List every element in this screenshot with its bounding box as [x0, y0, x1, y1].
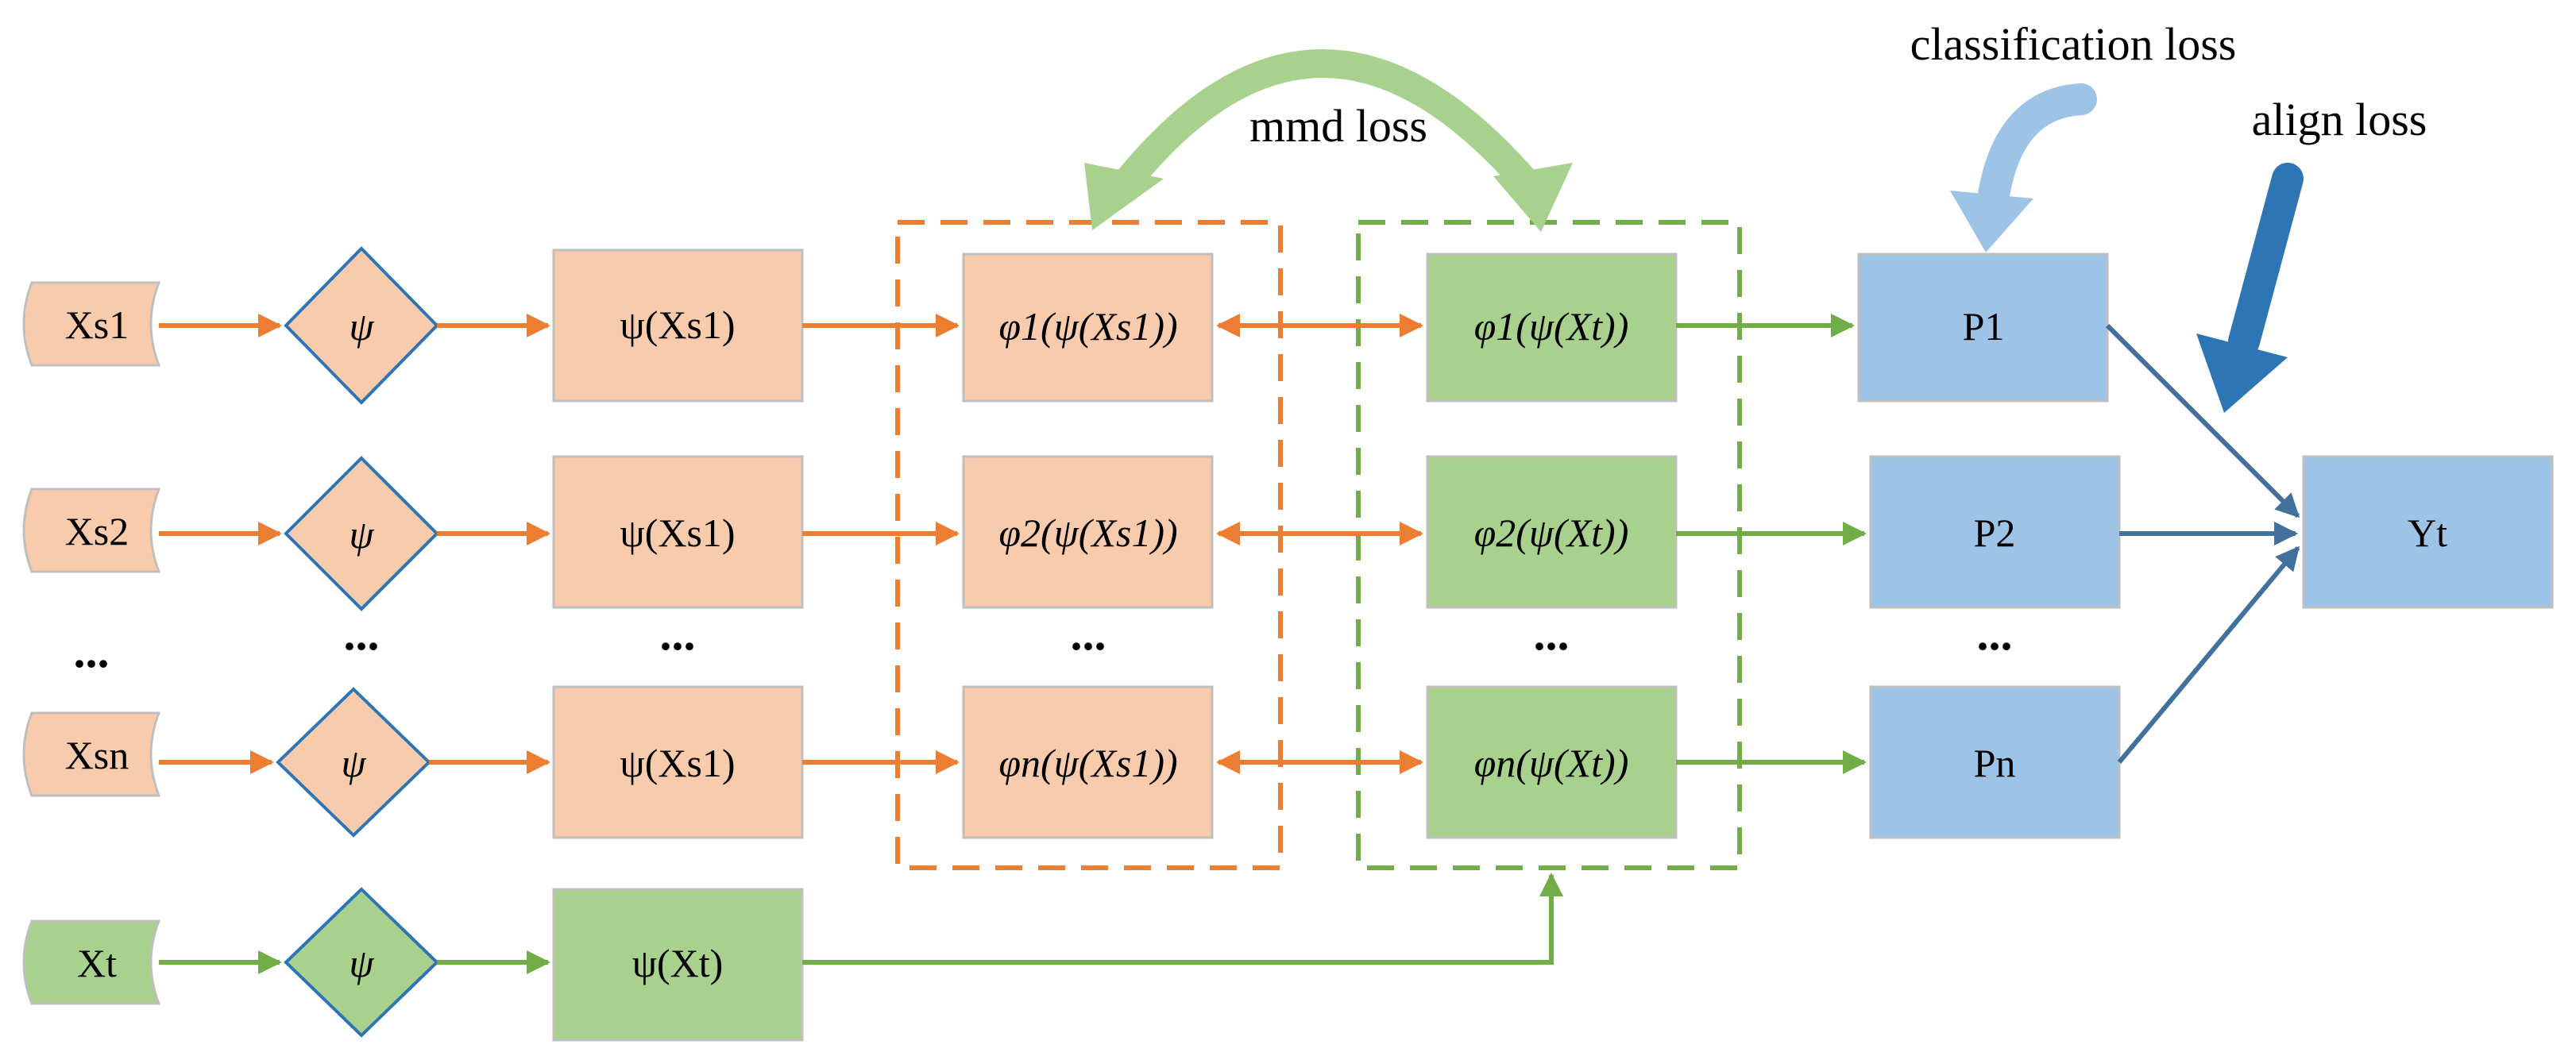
psi-diamond-n: ψ	[276, 687, 431, 838]
feature-box-1: ψ(Xs1)	[552, 249, 804, 403]
classification-loss-arrow	[1950, 83, 2097, 252]
prediction-box-pn-label: Pn	[1974, 741, 2016, 785]
align-loss-label: align loss	[2252, 94, 2427, 145]
feature-box-n-label: ψ(Xs1)	[620, 741, 735, 785]
ellipsis-diamonds: ...	[344, 607, 380, 660]
source-row-arrows	[159, 314, 1423, 774]
prediction-box-pn: Pn	[1869, 685, 2121, 839]
prediction-box-p2-label: P2	[1974, 511, 2016, 555]
psi-diamond-t-label: ψ	[349, 941, 374, 985]
feature-box-2-label: ψ(Xs1)	[620, 511, 735, 555]
phi-target-box-1: φ1(ψ(Xt))	[1426, 252, 1678, 403]
align-loss-arrow	[2196, 163, 2304, 413]
ellipsis-phi-target: ...	[1534, 607, 1570, 660]
classification-loss-label: classification loss	[1910, 18, 2237, 70]
feature-box-n: ψ(Xs1)	[552, 685, 804, 839]
prediction-box-p1-label: P1	[1963, 304, 2005, 349]
ellipsis-features: ...	[660, 607, 696, 660]
prediction-box-p1: P1	[1857, 252, 2109, 403]
input-xt: Xt	[22, 919, 161, 1005]
phi-source-box-n: φn(ψ(Xs1))	[962, 685, 1214, 839]
input-xs2: Xs2	[22, 488, 161, 573]
phi-source-box-n-label: φn(ψ(Xs1))	[998, 741, 1177, 785]
phi-target-box-n-label: φn(ψ(Xt))	[1474, 741, 1629, 785]
input-xsn: Xsn	[22, 711, 161, 797]
feature-box-t-label: ψ(Xt)	[632, 941, 724, 985]
ellipsis-phi-source: ...	[1071, 607, 1106, 660]
psi-diamond-1: ψ	[284, 246, 439, 405]
phi-target-box-2-label: φ2(ψ(Xt))	[1474, 511, 1629, 555]
target-row-arrows	[159, 314, 1867, 974]
mmd-loss-label: mmd loss	[1249, 100, 1427, 152]
phi-source-box-2-label: φ2(ψ(Xs1))	[998, 511, 1177, 555]
prediction-to-output-lines	[2105, 323, 2300, 764]
psi-diamond-2: ψ	[284, 456, 439, 611]
input-xs2-label: Xs2	[65, 509, 129, 553]
phi-source-box-2: φ2(ψ(Xs1))	[962, 455, 1214, 609]
ellipsis-predictions: ...	[1977, 607, 2013, 660]
ellipsis-inputs: ...	[74, 625, 110, 677]
input-xs1-label: Xs1	[65, 303, 129, 347]
prediction-box-p2: P2	[1869, 455, 2121, 609]
phi-target-box-1-label: φ1(ψ(Xt))	[1474, 304, 1629, 349]
feature-box-2: ψ(Xs1)	[552, 455, 804, 609]
psi-diamond-1-label: ψ	[349, 304, 374, 349]
psi-diamond-t: ψ	[284, 887, 439, 1038]
psi-diamond-n-label: ψ	[341, 741, 366, 785]
phi-source-box-1: φ1(ψ(Xs1))	[962, 252, 1214, 403]
input-xt-label: Xt	[77, 941, 117, 985]
feature-box-1-label: ψ(Xs1)	[620, 303, 735, 347]
feature-box-t: ψ(Xt)	[552, 888, 804, 1042]
output-box-yt: Yt	[2302, 455, 2554, 609]
phi-target-box-n: φn(ψ(Xt))	[1426, 685, 1678, 839]
output-box-yt-label: Yt	[2408, 511, 2447, 555]
phi-target-box-2: φ2(ψ(Xt))	[1426, 455, 1678, 609]
input-xs1: Xs1	[22, 281, 161, 367]
phi-source-box-1-label: φ1(ψ(Xs1))	[998, 304, 1177, 349]
psi-diamond-2-label: ψ	[349, 512, 374, 557]
mmd-loss-curved-arrow	[1084, 49, 1573, 232]
input-xsn-label: Xsn	[65, 733, 129, 777]
